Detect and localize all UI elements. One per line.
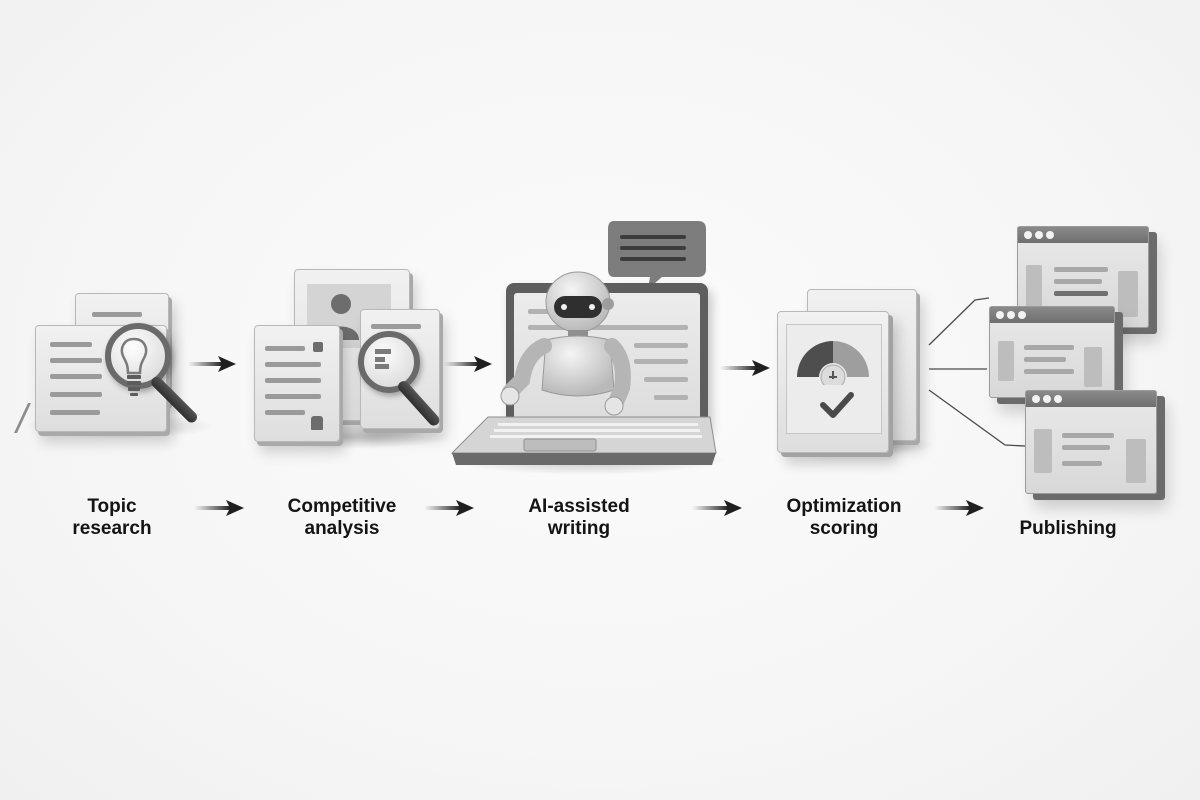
step-label-line: Optimization (786, 496, 902, 517)
browser-window-icon (1025, 390, 1157, 494)
optimization-scoring-illustration (775, 285, 935, 460)
step-label-competitive-analysis: Competitive analysis (257, 496, 427, 540)
report-document-icon (254, 325, 340, 442)
step-label-optimization-scoring: Optimization scoring (759, 496, 929, 540)
arrow-right-icon (194, 500, 246, 516)
ai-assisted-writing-illustration (448, 215, 728, 475)
step-label-topic-research: Topic research (27, 496, 197, 540)
laptop-keyboard-icon (450, 416, 717, 465)
topic-research-illustration (14, 285, 215, 445)
browser-window-icon (989, 306, 1115, 398)
arrow-right-icon (692, 500, 744, 516)
arrow-right-icon (934, 500, 986, 516)
step-label-ai-assisted-writing: AI-assisted writing (494, 496, 664, 540)
step-label-line: writing (547, 518, 611, 539)
step-label-line: Topic (87, 496, 137, 517)
arrow-right-icon (720, 360, 772, 376)
publishing-connector-lines (928, 297, 1026, 447)
competitive-analysis-illustration (250, 265, 460, 450)
arrow-right-icon (444, 356, 494, 372)
step-label-line: AI-assisted (528, 496, 630, 517)
gauge-icon (797, 341, 869, 385)
step-label-publishing: Publishing (983, 518, 1153, 540)
arrow-right-icon (424, 500, 476, 516)
step-label-line: scoring (809, 518, 879, 539)
step-label-line: Publishing (1019, 518, 1117, 539)
checkmark-icon (820, 392, 854, 418)
robot-icon (500, 271, 631, 416)
arrow-right-icon (188, 356, 238, 372)
magnifier-icon (358, 331, 420, 393)
step-label-line: analysis (304, 518, 380, 539)
step-label-line: research (72, 518, 152, 539)
step-label-line: Competitive (287, 496, 397, 517)
magnified-bars-icon (375, 349, 391, 369)
speech-bubble-icon (608, 221, 706, 289)
lightbulb-icon (120, 337, 148, 396)
publishing-illustration (985, 222, 1185, 512)
